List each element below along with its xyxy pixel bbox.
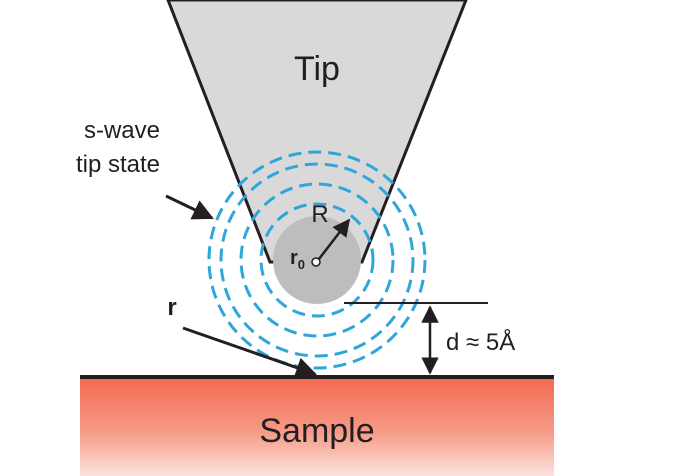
center-point	[311, 257, 321, 267]
wave-contour-3	[219, 162, 415, 358]
radius-arrow	[318, 218, 351, 260]
center-label-main: r	[290, 247, 298, 269]
point-label: r	[167, 294, 176, 321]
sample-slab	[80, 378, 554, 476]
radius-label: R	[311, 201, 328, 228]
center-label-subscript: 0	[298, 257, 305, 272]
tip-body	[166, 0, 468, 264]
s-wave-contours	[207, 150, 427, 370]
center-label: r0	[290, 247, 305, 272]
distance-label: d ≈ 5Å	[446, 328, 515, 356]
sample-label: Sample	[259, 412, 374, 450]
state-label-line1: s-wave	[84, 117, 160, 144]
wave-contour-1	[259, 202, 375, 318]
point-label-arrow	[182, 326, 317, 378]
tip-label: Tip	[294, 50, 340, 88]
state-label-arrow	[165, 194, 214, 220]
wave-contour-4	[207, 150, 427, 370]
state-label-line2: tip state	[76, 151, 160, 178]
wave-contour-2	[239, 182, 395, 338]
